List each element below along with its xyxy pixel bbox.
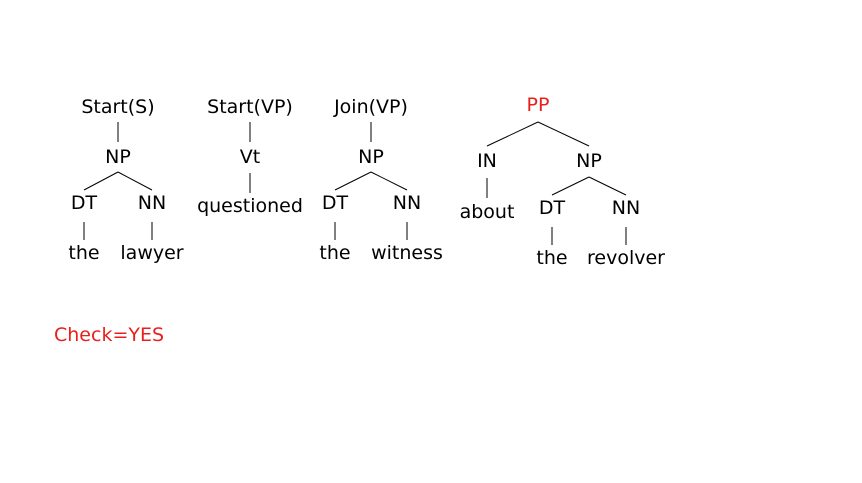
tree3-word-witness: witness [371, 242, 443, 264]
tree2-word-questioned: questioned [197, 195, 303, 217]
tree4-word-the: the [536, 247, 567, 269]
tree4-dt-label: DT [539, 197, 566, 219]
tree1-word-lawyer: lawyer [120, 242, 183, 264]
tree3-np-label: NP [358, 146, 384, 168]
tree-pp: PP IN NP about DT NN the revolver [460, 94, 666, 269]
tree4-edge-in [486, 121, 539, 147]
tree4-in-label: IN [477, 150, 497, 172]
tree3-edge-dt [334, 171, 372, 191]
tree3-edge-nn [370, 171, 408, 191]
tree4-edge-np [537, 121, 590, 147]
tree3-root-label: Join(VP) [333, 96, 408, 118]
tree-start-vp: Start(VP) Vt questioned [197, 96, 303, 217]
tree1-root-label: Start(S) [81, 96, 154, 118]
tree1-nn-label: NN [138, 192, 166, 214]
tree-join-vp: Join(VP) NP DT NN the witness [319, 96, 443, 264]
tree1-edge-nn [117, 171, 153, 191]
tree3-nn-label: NN [393, 192, 421, 214]
tree1-np-label: NP [105, 146, 131, 168]
tree4-nn-label: NN [612, 197, 640, 219]
tree1-edge-dt [83, 171, 119, 191]
tree2-vt-label: Vt [240, 146, 260, 168]
tree4-word-revolver: revolver [587, 247, 665, 269]
tree3-dt-label: DT [322, 192, 349, 214]
tree-start-s: Start(S) NP DT NN the lawyer [68, 96, 183, 264]
check-status-label: Check=YES [54, 324, 165, 346]
tree4-word-about: about [460, 201, 515, 223]
tree1-word-the: the [68, 242, 99, 264]
tree2-root-label: Start(VP) [207, 96, 293, 118]
tree1-dt-label: DT [71, 192, 98, 214]
tree4-edge-nn [588, 176, 627, 196]
tree3-word-the: the [319, 242, 350, 264]
tree4-root-label: PP [527, 94, 550, 116]
tree4-np-label: NP [576, 150, 602, 172]
tree4-edge-dt [551, 176, 590, 196]
